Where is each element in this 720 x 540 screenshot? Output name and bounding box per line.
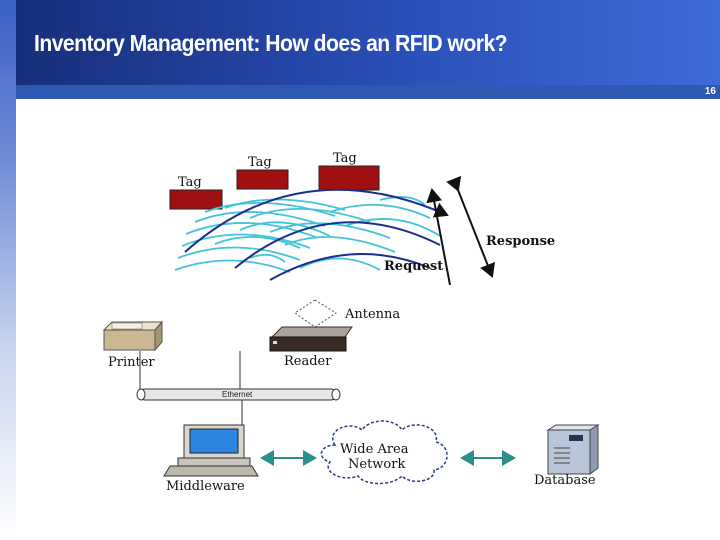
radio-waves <box>174 196 441 273</box>
ethernet-cable <box>136 351 341 428</box>
left-gradient-strip <box>0 0 16 540</box>
title-bar: Inventory Management: How does an RFID w… <box>16 0 720 85</box>
tag-label: Tag <box>248 155 272 170</box>
cloud-icon <box>320 420 448 485</box>
slide-number: 16 <box>704 86 716 97</box>
request-label: Request <box>384 259 443 274</box>
antenna-icon <box>294 299 337 328</box>
server-icon <box>546 424 600 475</box>
tag-right: Tag <box>318 151 380 191</box>
title-underline-bar <box>16 85 720 99</box>
tag-label: Tag <box>178 175 202 190</box>
printer-icon <box>102 320 164 352</box>
tag-middle: Tag <box>236 155 289 190</box>
tag-label: Tag <box>333 151 357 166</box>
printer-label: Printer <box>108 355 155 370</box>
computer-icon <box>163 424 259 477</box>
wan-label-line1: Wide Area <box>340 442 409 457</box>
middleware-label: Middleware <box>166 479 245 494</box>
antenna-label: Antenna <box>344 307 400 322</box>
database-label: Database <box>534 473 596 488</box>
reader-label: Reader <box>284 354 332 369</box>
wan-label-line2: Network <box>348 457 405 472</box>
page-title: Inventory Management: How does an RFID w… <box>34 30 508 56</box>
signal-arcs <box>184 188 449 281</box>
response-label: Response <box>486 234 555 249</box>
response-arrow <box>446 175 496 278</box>
tag-left: Tag <box>169 175 223 210</box>
reader-icon <box>269 326 353 352</box>
ethernet-label: Ethernet <box>222 390 253 399</box>
request-arrow <box>426 188 451 286</box>
